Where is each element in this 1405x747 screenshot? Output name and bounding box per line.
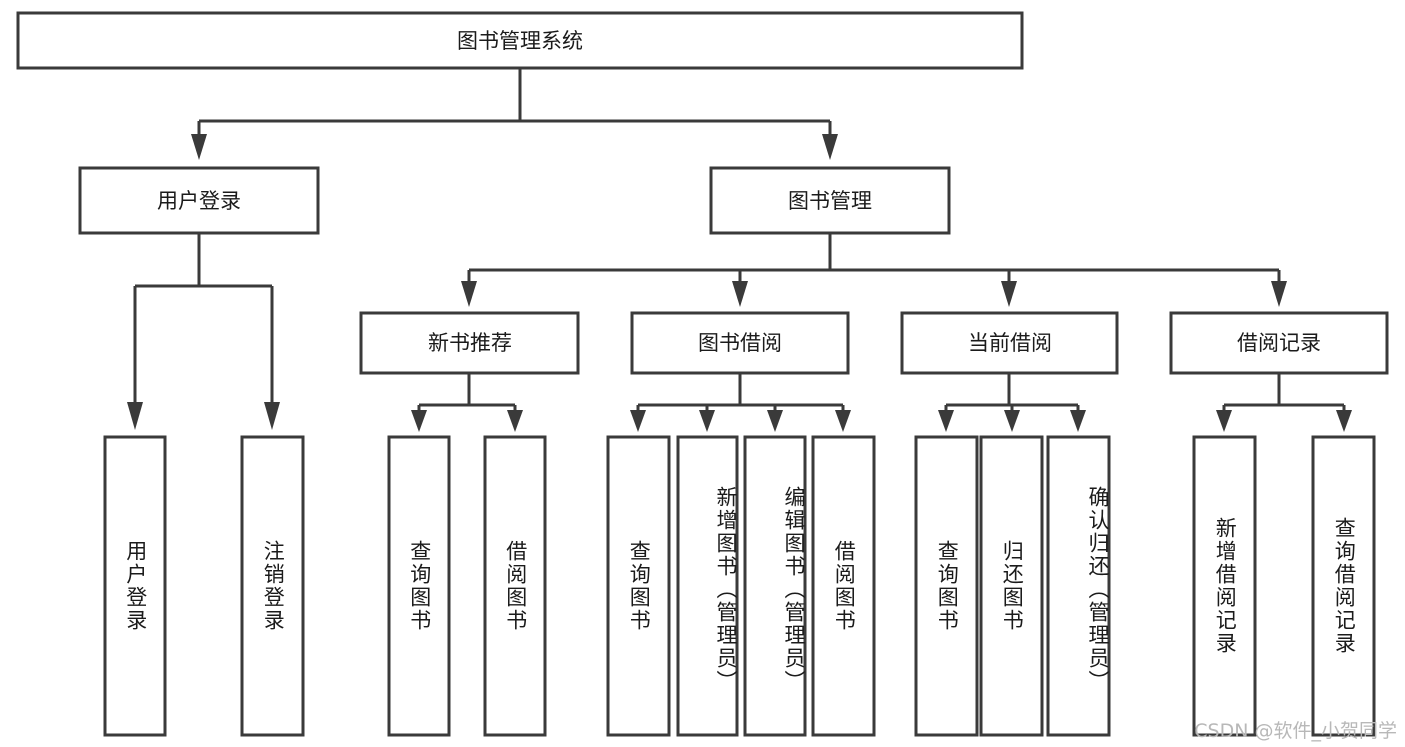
arrow-to-leaf-edit-book-admin <box>767 410 783 432</box>
arrow-to-leaf-logout <box>264 402 280 430</box>
arrow-to-leaf-query-book-current <box>938 410 954 432</box>
connector-group-book-borrow-to-leaves <box>630 373 851 432</box>
arrow-to-leaf-user-login <box>127 402 143 430</box>
csdn-watermark: CSDN @软件_小贺同学 <box>1194 720 1397 742</box>
arrow-to-leaf-add-borrow-record <box>1216 410 1232 432</box>
connector-group-new-book-recommend-to-leaves <box>411 373 523 432</box>
arrow-to-user-login <box>191 134 207 160</box>
connector-group-user-login-to-leaves <box>127 233 280 430</box>
node-current-borrow[interactable]: 当前借阅 <box>900 311 1119 375</box>
connector-group-book-management-to-level3 <box>461 233 1287 307</box>
node-leaf-borrow-book-recommend-rect[interactable] <box>483 435 547 737</box>
node-current-borrow-label: 当前借阅 <box>968 331 1052 355</box>
node-book-borrow[interactable]: 图书借阅 <box>630 311 850 375</box>
node-book-borrow-label: 图书借阅 <box>698 331 782 355</box>
arrow-to-leaf-query-book-recommend <box>411 410 427 432</box>
arrow-to-book-borrow <box>732 281 748 307</box>
arrow-to-new-book-recommend <box>461 281 477 307</box>
connector-group-root-to-level2 <box>191 68 838 160</box>
arrow-to-leaf-borrow-book-recommend <box>507 410 523 432</box>
node-book-borrow-rect[interactable] <box>630 311 850 375</box>
node-new-book-recommend-label: 新书推荐 <box>428 331 512 355</box>
node-leaf-add-book-admin-rect[interactable] <box>676 435 739 737</box>
node-borrow-record-rect[interactable] <box>1169 311 1389 375</box>
leaf-boxes-group <box>103 435 1376 737</box>
node-borrow-record[interactable]: 借阅记录 <box>1169 311 1389 375</box>
node-user-login-rect[interactable] <box>78 166 320 235</box>
arrow-to-leaf-confirm-return-admin <box>1070 410 1086 432</box>
node-borrow-record-label: 借阅记录 <box>1237 331 1321 355</box>
node-root-rect[interactable] <box>16 11 1024 70</box>
node-current-borrow-rect[interactable] <box>900 311 1119 375</box>
node-leaf-edit-book-admin-rect[interactable] <box>743 435 807 737</box>
arrow-to-leaf-return-book <box>1004 410 1020 432</box>
arrow-to-current-borrow <box>1001 281 1017 307</box>
node-leaf-query-book-current-rect[interactable] <box>914 435 979 737</box>
arrow-to-book-management <box>822 134 838 160</box>
node-leaf-user-login-rect[interactable] <box>103 435 167 737</box>
node-user-login[interactable]: 用户登录 <box>78 166 320 235</box>
connector-group-current-borrow-to-leaves <box>938 373 1086 432</box>
node-user-login-label: 用户登录 <box>157 189 241 213</box>
node-leaf-return-book-rect[interactable] <box>979 435 1044 737</box>
node-leaf-borrow-book-rect[interactable] <box>811 435 876 737</box>
node-leaf-query-borrow-record-rect[interactable] <box>1311 435 1376 737</box>
arrow-to-leaf-add-book-admin <box>699 410 715 432</box>
node-root-label: 图书管理系统 <box>457 29 583 53</box>
node-new-book-recommend[interactable]: 新书推荐 <box>359 311 580 375</box>
node-leaf-add-borrow-record-rect[interactable] <box>1192 435 1257 737</box>
node-root[interactable]: 图书管理系统 <box>16 11 1024 70</box>
node-book-management-rect[interactable] <box>709 166 951 235</box>
arrow-to-leaf-query-book-borrow <box>630 410 646 432</box>
node-book-management-label: 图书管理 <box>788 189 872 213</box>
node-book-management[interactable]: 图书管理 <box>709 166 951 235</box>
node-leaf-confirm-return-admin-rect[interactable] <box>1046 435 1111 737</box>
arrow-to-leaf-borrow-book <box>835 410 851 432</box>
arrow-to-leaf-query-borrow-record <box>1336 410 1352 432</box>
connector-group-borrow-record-to-leaves <box>1216 373 1352 432</box>
arrow-to-borrow-record <box>1271 281 1287 307</box>
node-leaf-logout-rect[interactable] <box>240 435 305 737</box>
node-leaf-query-book-borrow-rect[interactable] <box>606 435 671 737</box>
node-leaf-query-book-recommend-rect[interactable] <box>387 435 451 737</box>
node-new-book-recommend-rect[interactable] <box>359 311 580 375</box>
